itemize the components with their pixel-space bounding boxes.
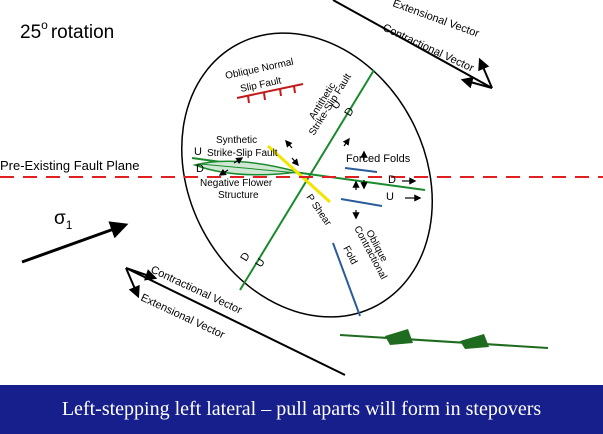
caption-banner: Left-stepping left lateral – pull aparts… bbox=[0, 385, 603, 434]
synthetic-label-1: Synthetic bbox=[216, 135, 257, 146]
u-letter: U bbox=[194, 146, 202, 158]
oblique-contractional-label-3: Fold bbox=[340, 244, 359, 266]
sigma-label: σ1 bbox=[54, 208, 73, 232]
bottom-vector-arrow-2 bbox=[125, 267, 158, 281]
sigma-arrow bbox=[21, 221, 129, 264]
p-shear-line bbox=[266, 144, 332, 204]
top-vector-arrow bbox=[478, 57, 493, 89]
bottom-vector-arrow bbox=[125, 267, 140, 299]
oblique-contractional-fold-line bbox=[332, 242, 361, 317]
strain-ellipse bbox=[181, 32, 433, 318]
bottom-vector-line bbox=[125, 267, 346, 376]
oblique-normal-fault-symbol bbox=[236, 83, 304, 104]
synthetic-label-2: Strike-Slip Fault bbox=[207, 148, 278, 159]
u-letter: U bbox=[386, 191, 394, 203]
negative-flower-label-1: Negative Flower bbox=[200, 178, 273, 189]
pre-existing-fault-label: Pre-Existing Fault Plane bbox=[0, 158, 139, 173]
top-vector-line bbox=[332, 0, 493, 89]
d-letter: D bbox=[196, 163, 204, 175]
d-letter: D bbox=[388, 174, 396, 186]
p-shear-label: P Shear bbox=[304, 192, 334, 228]
stepover-sketch bbox=[339, 329, 549, 349]
top-vector-arrows bbox=[332, 0, 493, 89]
forced-folds-label: Forced Folds bbox=[346, 153, 411, 165]
forced-fold-upper bbox=[344, 167, 378, 173]
negative-flower-label-2: Structure bbox=[218, 190, 259, 201]
d-letter: D bbox=[238, 250, 252, 263]
small-arrows bbox=[218, 137, 422, 220]
forced-fold-lower bbox=[340, 198, 383, 207]
oblique-normal-label-1: Oblique Normal bbox=[224, 57, 294, 82]
top-vector-arrow-2 bbox=[460, 76, 493, 89]
u-letter: U bbox=[253, 256, 267, 269]
synthetic-fault-line bbox=[199, 163, 299, 174]
bottom-vector-arrows bbox=[125, 267, 346, 376]
caption-text: Left-stepping left lateral – pull aparts… bbox=[61, 398, 542, 420]
